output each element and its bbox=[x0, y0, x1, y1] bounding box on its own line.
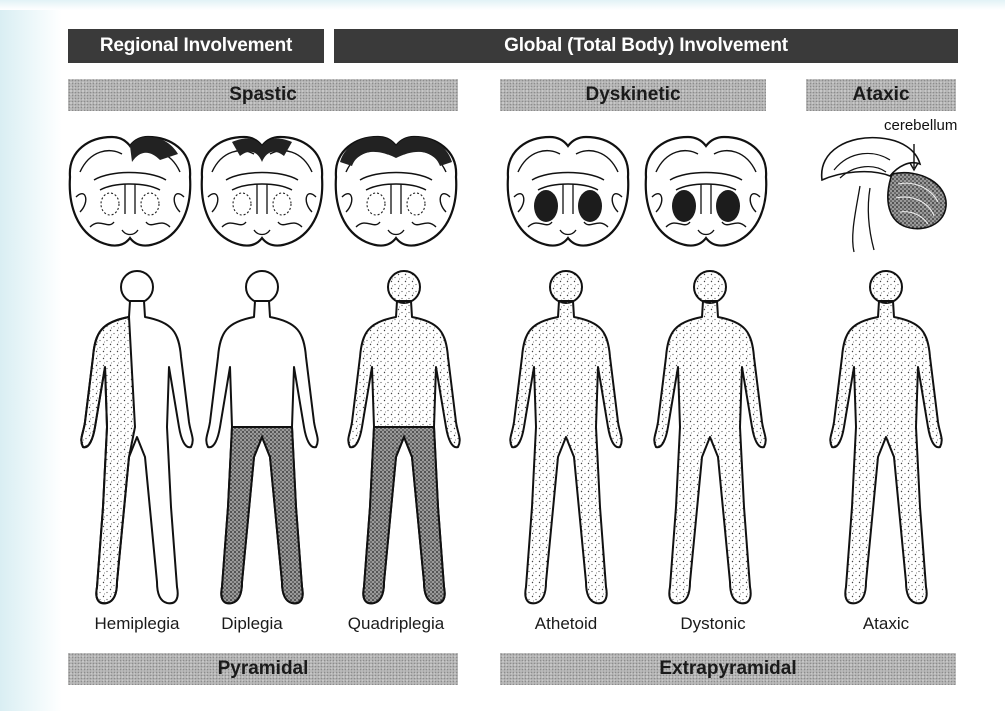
figure-diplegia-body bbox=[206, 271, 317, 603]
band-extrapyramidal: Extrapyramidal bbox=[500, 653, 956, 685]
figure-ataxic-body bbox=[830, 271, 941, 603]
figure-dystonic-body bbox=[654, 271, 765, 603]
caption-hemiplegia: Hemiplegia bbox=[72, 614, 202, 634]
brain-spastic-1 bbox=[70, 137, 191, 245]
figure-hemiplegia-body bbox=[81, 271, 192, 603]
caption-dystonic: Dystonic bbox=[648, 614, 778, 634]
caption-athetoid: Athetoid bbox=[501, 614, 631, 634]
caption-diplegia: Diplegia bbox=[187, 614, 317, 634]
brain-spastic-3 bbox=[336, 137, 457, 246]
band-pyramidal: Pyramidal bbox=[68, 653, 458, 685]
figure-athetoid-body bbox=[510, 271, 621, 603]
figure-quadriplegia-body bbox=[348, 271, 459, 603]
brain-athetoid bbox=[508, 137, 629, 245]
caption-quadriplegia: Quadriplegia bbox=[331, 614, 461, 634]
brain-cerebellum bbox=[822, 138, 946, 252]
brain-spastic-2 bbox=[202, 137, 323, 245]
brain-dystonic bbox=[646, 137, 767, 245]
caption-ataxic: Ataxic bbox=[821, 614, 951, 634]
cerebellum-label: cerebellum bbox=[884, 117, 957, 134]
